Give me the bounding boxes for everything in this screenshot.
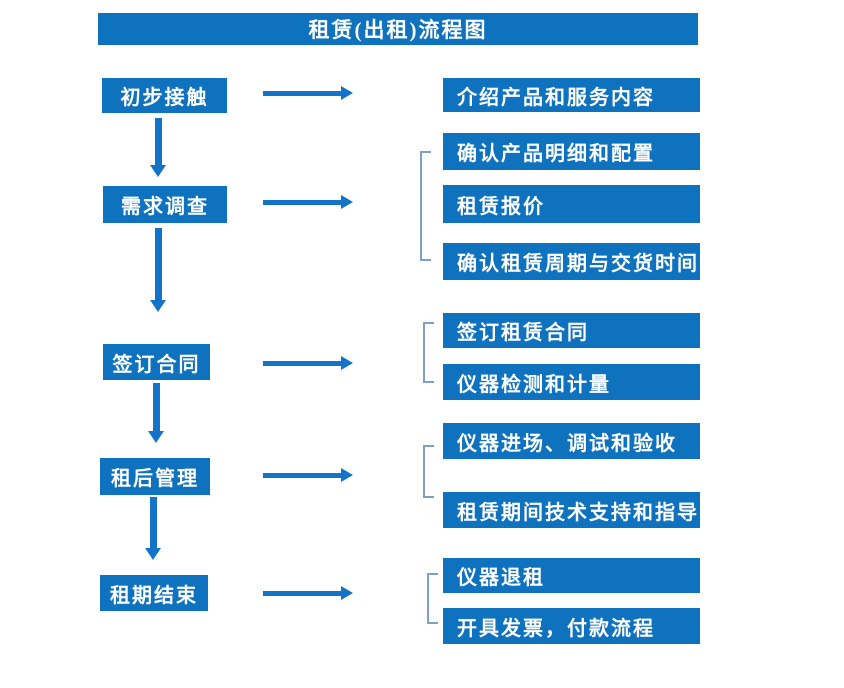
arrow-down-icon bbox=[145, 497, 161, 560]
detail-box-instrument-testing: 仪器检测和计量 bbox=[443, 364, 700, 400]
step-box-demand-survey: 需求调查 bbox=[103, 186, 227, 223]
detail-box-tech-support: 租赁期间技术支持和指导 bbox=[443, 492, 700, 528]
arrow-down-icon bbox=[148, 383, 164, 443]
detail-box-instrument-arrival: 仪器进场、调试和验收 bbox=[443, 423, 700, 459]
group-bracket bbox=[427, 573, 438, 624]
detail-box-confirm-product-config: 确认产品明细和配置 bbox=[443, 133, 700, 170]
arrow-right-icon bbox=[263, 356, 353, 370]
arrow-right-icon bbox=[263, 468, 353, 482]
arrow-right-icon bbox=[263, 586, 353, 600]
detail-box-rental-quotation: 租赁报价 bbox=[443, 185, 700, 223]
arrow-right-icon bbox=[263, 86, 353, 100]
step-box-sign-contract: 签订合同 bbox=[103, 344, 210, 380]
detail-box-confirm-period-delivery: 确认租赁周期与交货时间 bbox=[443, 243, 700, 280]
group-bracket bbox=[423, 322, 434, 383]
step-box-initial-contact: 初步接触 bbox=[102, 78, 227, 113]
detail-box-instrument-return: 仪器退租 bbox=[443, 558, 700, 593]
arrow-right-icon bbox=[263, 195, 353, 209]
detail-box-sign-rental-contract: 签订租赁合同 bbox=[443, 313, 700, 348]
arrow-down-icon bbox=[150, 118, 166, 177]
step-box-lease-end: 租期结束 bbox=[100, 575, 208, 611]
step-box-post-rental-management: 租后管理 bbox=[100, 458, 210, 495]
detail-box-invoice-payment: 开具发票，付款流程 bbox=[443, 608, 700, 644]
diagram-title: 租赁(出租)流程图 bbox=[98, 13, 698, 45]
group-bracket bbox=[423, 445, 434, 498]
arrow-down-icon bbox=[150, 228, 166, 312]
detail-box-introduce-products: 介绍产品和服务内容 bbox=[443, 78, 700, 112]
group-bracket bbox=[420, 151, 431, 261]
